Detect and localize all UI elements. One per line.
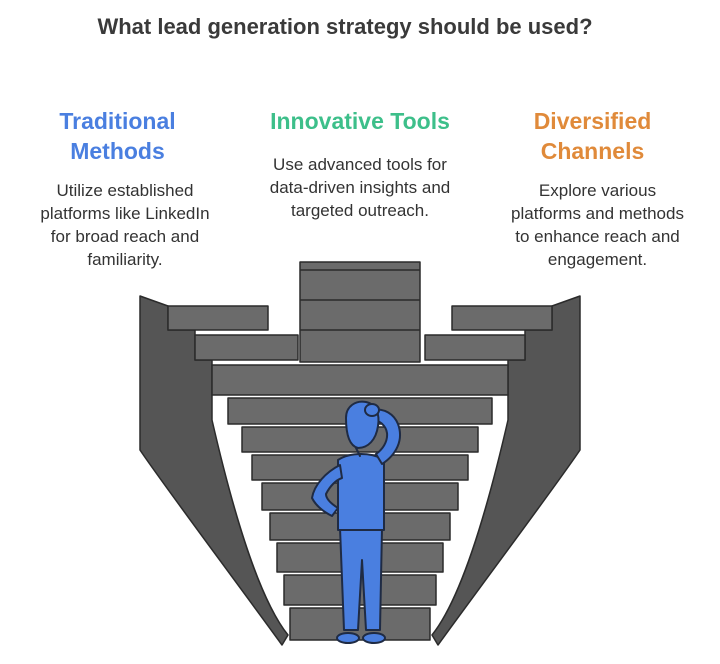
description-line: Explore various bbox=[538, 181, 657, 200]
right-hand bbox=[364, 403, 380, 417]
person-torso bbox=[337, 453, 385, 531]
description-line: engagement. bbox=[547, 250, 648, 269]
heading-diversified-channels: Diversified Channels bbox=[495, 106, 690, 166]
neck-line bbox=[355, 447, 361, 457]
heading-traditional-methods: Traditional Methods bbox=[30, 106, 205, 166]
left-arm bbox=[311, 464, 343, 517]
left-upper-step bbox=[167, 305, 269, 331]
right-foot bbox=[362, 632, 386, 644]
left-middle-step bbox=[194, 334, 299, 361]
description-line: Utilize established bbox=[56, 181, 194, 200]
central-tower bbox=[299, 261, 421, 363]
description-traditional-methods: Utilize established platforms like Linke… bbox=[25, 179, 225, 271]
heading-line: Diversified bbox=[533, 108, 652, 134]
left-stair-wing bbox=[139, 295, 289, 646]
description-innovative-tools: Use advanced tools for data-driven insig… bbox=[245, 153, 475, 222]
heading-line: Innovative Tools bbox=[270, 108, 450, 134]
heading-line: Channels bbox=[540, 138, 645, 164]
page-title: What lead generation strategy should be … bbox=[97, 14, 593, 39]
description-line: to enhance reach and bbox=[515, 227, 680, 246]
heading-line: Methods bbox=[70, 138, 165, 164]
step-1 bbox=[211, 364, 509, 396]
description-line: for broad reach and bbox=[50, 227, 200, 246]
description-line: data-driven insights and bbox=[269, 178, 451, 197]
description-line: familiarity. bbox=[87, 250, 163, 269]
heading-line: Traditional bbox=[59, 108, 176, 134]
description-line: platforms and methods bbox=[511, 204, 684, 223]
right-stair-wing bbox=[431, 295, 581, 646]
description-diversified-channels: Explore various platforms and methods to… bbox=[490, 179, 705, 271]
right-middle-step bbox=[424, 334, 526, 361]
heading-innovative-tools: Innovative Tools bbox=[240, 106, 480, 136]
step-9 bbox=[289, 607, 431, 641]
person-legs bbox=[339, 527, 383, 631]
description-line: platforms like LinkedIn bbox=[40, 204, 210, 223]
stairs-icon bbox=[139, 261, 581, 646]
description-line: targeted outreach. bbox=[291, 201, 429, 220]
person-icon bbox=[311, 400, 401, 644]
left-foot bbox=[336, 632, 360, 644]
right-upper-step bbox=[451, 305, 553, 331]
description-line: Use advanced tools for bbox=[273, 155, 447, 174]
